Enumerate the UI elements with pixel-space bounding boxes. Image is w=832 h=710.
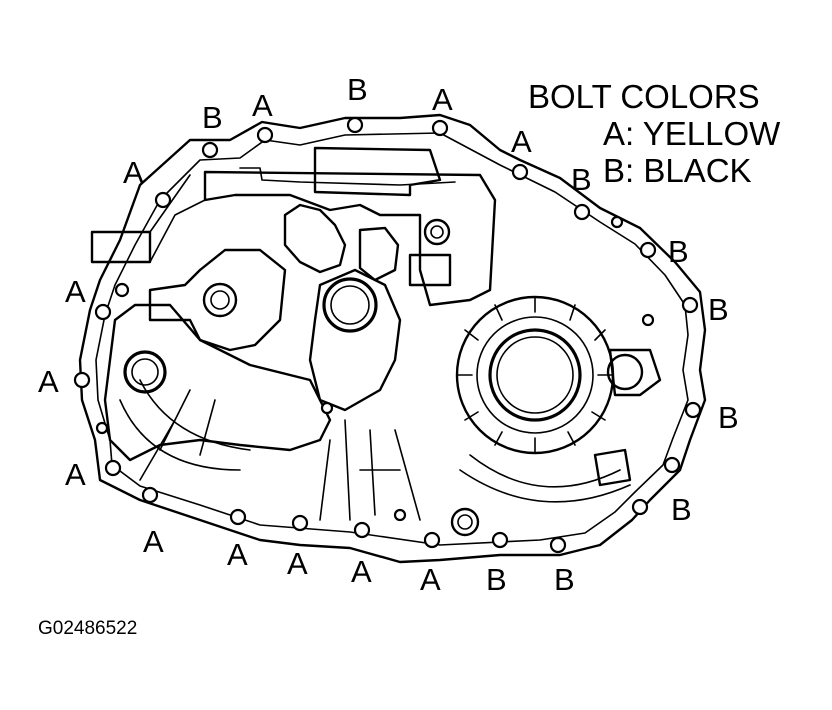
left-bearing-bore-inner xyxy=(131,358,159,386)
bolt-hole xyxy=(291,514,309,532)
bolt-hole xyxy=(549,536,567,554)
left-case-web xyxy=(103,303,332,462)
breather-tube xyxy=(239,167,456,186)
bolt-hole xyxy=(431,119,449,137)
bolt-hole xyxy=(639,241,657,259)
upper-stud-outer xyxy=(423,218,451,246)
bolt-label: B xyxy=(571,162,592,197)
bolt-label: B xyxy=(668,234,689,269)
bolt-hole xyxy=(631,498,649,516)
boss-cup xyxy=(358,226,400,282)
bolt-hole xyxy=(104,459,122,477)
bolt-label: A xyxy=(38,364,59,399)
bolt-label: B xyxy=(718,400,739,435)
bolt-hole xyxy=(663,456,681,474)
right-bearing-bore-outer xyxy=(488,328,582,422)
legend-line-b: B: BLACK xyxy=(603,152,752,189)
shaft-hole-outer xyxy=(202,282,238,318)
right-gear-inner xyxy=(476,316,594,434)
left-gear-housing xyxy=(148,248,287,352)
bolt-color-legend: BOLT COLORS A: YELLOW B: BLACK xyxy=(528,78,781,189)
legend-title: BOLT COLORS xyxy=(528,78,760,115)
bolt-hole xyxy=(201,141,219,159)
bolt-hole xyxy=(141,486,159,504)
center-bearing-bore-inner xyxy=(330,285,370,325)
bolt-hole xyxy=(684,401,702,419)
bolt-label: B xyxy=(708,292,729,327)
bolt-holes xyxy=(73,116,702,554)
left-rib xyxy=(139,389,216,481)
figure-id: G02486522 xyxy=(38,618,137,639)
left-bearing-bore-outer xyxy=(123,350,167,394)
bolt-hole xyxy=(95,421,109,435)
bolt-label: B xyxy=(202,100,223,135)
bolt-hole xyxy=(114,282,130,298)
center-boss xyxy=(308,268,402,412)
bolt-label: B xyxy=(671,492,692,527)
bolt-hole xyxy=(423,531,441,549)
lower-stud-outer xyxy=(450,507,480,537)
bolt-label: A xyxy=(287,546,308,581)
bolt-label: A xyxy=(432,82,453,117)
bolt-label: B xyxy=(554,562,575,597)
bolt-label: A xyxy=(123,155,144,190)
bolt-hole xyxy=(256,126,274,144)
right-bracket xyxy=(608,348,662,397)
left-arc-1 xyxy=(119,399,241,471)
bolt-hole xyxy=(681,296,699,314)
bolt-hole xyxy=(154,191,172,209)
top-cover xyxy=(313,146,442,197)
bolt-label: A xyxy=(65,457,86,492)
center-ribs xyxy=(319,419,421,521)
bolt-label: A xyxy=(143,524,164,559)
upper-stud-inner xyxy=(430,225,444,239)
bolt-hole xyxy=(346,116,364,134)
shift-shaft-boss xyxy=(283,203,347,274)
small-bracket xyxy=(408,253,452,287)
bolt-hole xyxy=(73,371,91,389)
legend-line-a: A: YELLOW xyxy=(603,115,781,152)
right-gear-ring xyxy=(455,295,615,455)
bolt-hole xyxy=(229,508,247,526)
right-lug xyxy=(593,448,632,487)
bolt-label: A xyxy=(227,537,248,572)
bolt-label: A xyxy=(351,554,372,589)
right-outer-arc xyxy=(459,454,631,503)
shift-bracket xyxy=(203,170,497,307)
housing-outline xyxy=(78,113,707,564)
bolt-hole xyxy=(511,163,529,181)
bolt-label: B xyxy=(347,72,368,107)
bolt-label: A xyxy=(252,88,273,123)
bolt-label-group: B A B A A A B B A B A B A B A A A A A B … xyxy=(38,72,739,597)
bolt-label: A xyxy=(65,274,86,309)
left-link xyxy=(149,174,206,263)
bolt-hole xyxy=(393,508,407,522)
bolt-hole xyxy=(94,303,112,321)
bolt-hole xyxy=(491,531,509,549)
bolt-hole xyxy=(353,521,371,539)
bolt-label: A xyxy=(511,124,532,159)
bolt-hole xyxy=(320,401,334,415)
right-gear-teeth xyxy=(456,296,614,454)
bolt-hole xyxy=(610,215,624,229)
bolt-hole xyxy=(641,313,655,327)
center-bearing-bore-outer xyxy=(322,277,378,333)
bolt-label: B xyxy=(486,562,507,597)
shaft-hole-inner xyxy=(210,290,230,310)
right-boss-disk xyxy=(606,353,644,391)
lower-stud-inner xyxy=(457,514,473,530)
bolt-label: A xyxy=(420,562,441,597)
right-bearing-bore-inner xyxy=(496,336,574,414)
bolt-hole xyxy=(573,203,591,221)
